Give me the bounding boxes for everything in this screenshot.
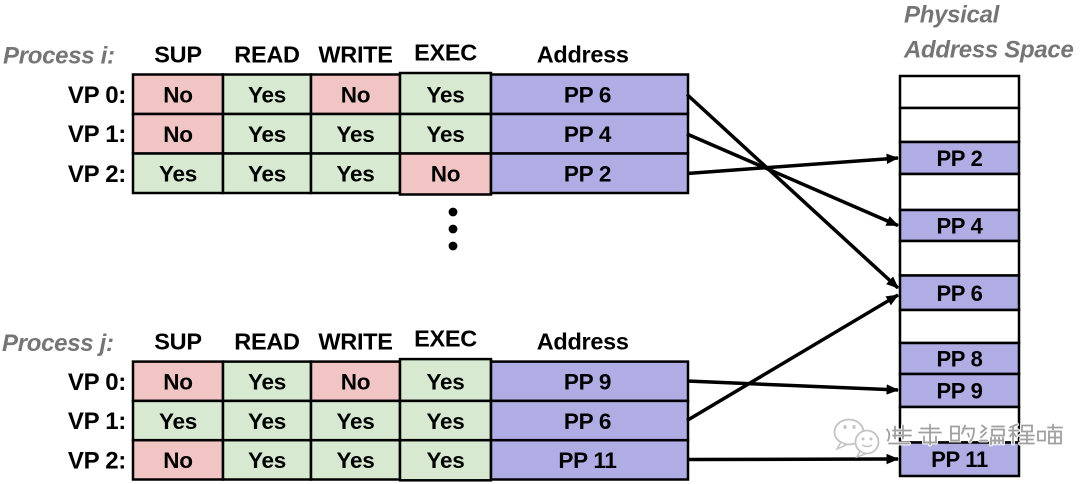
svg-text:PP 6: PP 6: [564, 409, 611, 434]
svg-text:PP 4: PP 4: [936, 214, 983, 239]
svg-text:No: No: [163, 448, 192, 473]
svg-text:READ: READ: [234, 329, 299, 355]
svg-text:Address: Address: [537, 42, 629, 68]
svg-text:EXEC: EXEC: [414, 40, 477, 66]
svg-text:VP 0:: VP 0:: [68, 82, 126, 109]
svg-text:VP 1:: VP 1:: [68, 408, 126, 435]
svg-text:PP 6: PP 6: [936, 281, 982, 306]
svg-text:Yes: Yes: [159, 161, 197, 186]
svg-text:No: No: [163, 122, 192, 147]
svg-text:Process j:: Process j:: [2, 330, 114, 357]
svg-text:Yes: Yes: [427, 83, 465, 108]
svg-text:PP 11: PP 11: [931, 447, 988, 472]
svg-text:Yes: Yes: [248, 161, 286, 186]
svg-text:Yes: Yes: [427, 409, 465, 434]
svg-text:VP 2:: VP 2:: [68, 447, 126, 474]
svg-text:No: No: [163, 83, 192, 108]
svg-text:SUP: SUP: [154, 329, 201, 355]
svg-text:Yes: Yes: [248, 122, 286, 147]
svg-text:Yes: Yes: [427, 122, 465, 147]
svg-text:VP 1:: VP 1:: [68, 121, 126, 148]
svg-text:PP 9: PP 9: [564, 369, 611, 394]
svg-text:PP 4: PP 4: [564, 122, 612, 147]
svg-text:No: No: [341, 369, 370, 394]
svg-text:PP 11: PP 11: [558, 448, 616, 473]
svg-text:Yes: Yes: [427, 369, 465, 394]
svg-text:Yes: Yes: [248, 409, 286, 434]
svg-text:Yes: Yes: [337, 161, 375, 186]
svg-text:PP 9: PP 9: [936, 379, 982, 404]
svg-text:No: No: [341, 83, 370, 108]
svg-text:SUP: SUP: [154, 42, 201, 68]
svg-text:WRITE: WRITE: [318, 42, 392, 68]
svg-text:PP 2: PP 2: [564, 161, 611, 186]
svg-text:No: No: [431, 161, 460, 186]
svg-text:PP 2: PP 2: [936, 146, 982, 171]
svg-text:Yes: Yes: [159, 409, 197, 434]
svg-text:Process i:: Process i:: [3, 43, 115, 70]
svg-text:Address: Address: [537, 329, 629, 355]
svg-text:EXEC: EXEC: [414, 326, 477, 352]
svg-text:PP 6: PP 6: [564, 83, 611, 108]
svg-text:Yes: Yes: [248, 448, 286, 473]
svg-text:Yes: Yes: [337, 122, 375, 147]
svg-text:Yes: Yes: [337, 409, 375, 434]
svg-text:Address Space: Address Space: [903, 37, 1074, 64]
svg-text:PP 8: PP 8: [936, 347, 982, 372]
svg-text:Physical: Physical: [904, 2, 1001, 29]
svg-text:Yes: Yes: [427, 448, 465, 473]
svg-text:WRITE: WRITE: [318, 329, 392, 355]
svg-text:VP 0:: VP 0:: [68, 369, 126, 396]
svg-text:Yes: Yes: [248, 83, 286, 108]
svg-text:No: No: [163, 369, 192, 394]
svg-text:Yes: Yes: [248, 369, 286, 394]
svg-text:READ: READ: [234, 42, 299, 68]
svg-text:VP 2:: VP 2:: [68, 161, 126, 188]
svg-text:Yes: Yes: [337, 448, 375, 473]
